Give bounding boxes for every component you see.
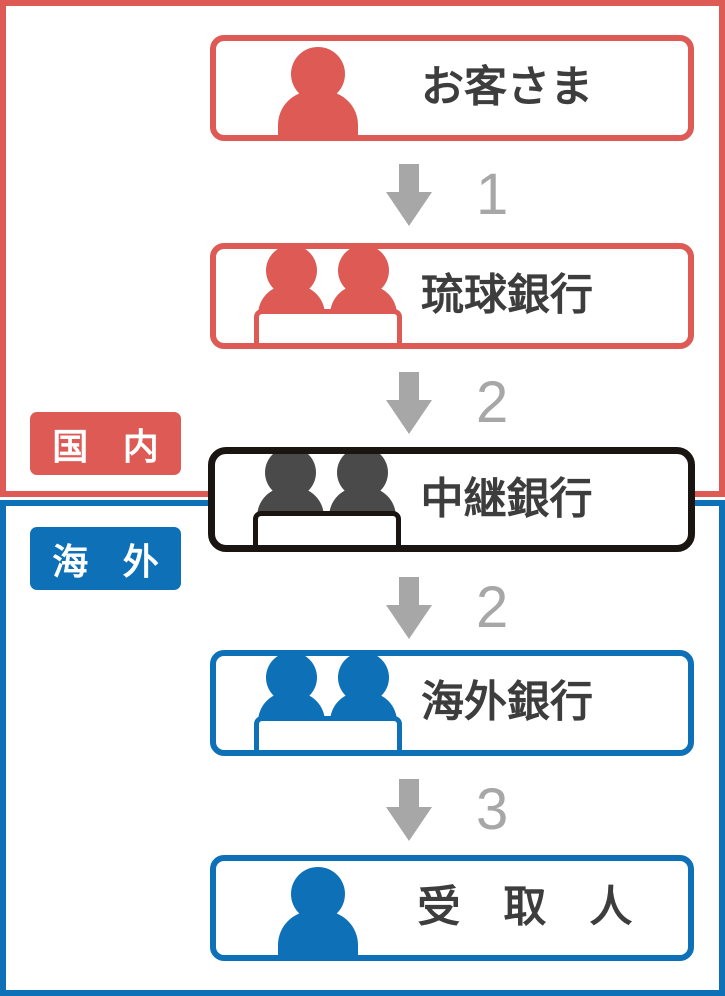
region-badge-domestic-label: 国 内 xyxy=(52,426,170,468)
down-arrow-icon xyxy=(386,164,432,226)
region-badge-overseas-label: 海 外 xyxy=(52,541,170,583)
bank-people-icon xyxy=(245,454,415,545)
arrow-4-group: 3 xyxy=(386,775,606,845)
node-ryukyu-bank: 琉球銀行 xyxy=(210,243,694,349)
node-relay-bank-label: 中継銀行 xyxy=(420,474,593,524)
bank-people-icon xyxy=(246,656,416,750)
region-badge-overseas: 海 外 xyxy=(30,527,181,590)
node-recipient-label: 受 取 人 xyxy=(417,882,647,933)
person-icon xyxy=(264,41,374,135)
node-ryukyu-bank-label: 琉球銀行 xyxy=(421,270,594,321)
arrow-2-group: 2 xyxy=(386,368,606,438)
node-customer-label: お客さま xyxy=(421,62,594,113)
arrow-2-number: 2 xyxy=(476,370,509,435)
down-arrow-icon xyxy=(386,577,432,639)
node-overseas-bank-label: 海外銀行 xyxy=(421,677,594,728)
arrow-3-group: 2 xyxy=(386,573,606,643)
node-recipient: 受 取 人 xyxy=(210,855,694,961)
arrow-4-number: 3 xyxy=(476,777,509,842)
person-icon xyxy=(264,861,374,955)
down-arrow-icon xyxy=(386,372,432,434)
region-badge-domestic: 国 内 xyxy=(30,412,181,475)
arrow-3-number: 2 xyxy=(476,575,509,640)
down-arrow-icon xyxy=(386,779,432,841)
arrow-1-group: 1 xyxy=(386,160,606,230)
bank-people-icon xyxy=(246,249,416,343)
arrow-1-number: 1 xyxy=(476,162,509,227)
node-customer: お客さま xyxy=(210,35,694,141)
node-overseas-bank: 海外銀行 xyxy=(210,650,694,756)
node-relay-bank: 中継銀行 xyxy=(208,447,695,552)
